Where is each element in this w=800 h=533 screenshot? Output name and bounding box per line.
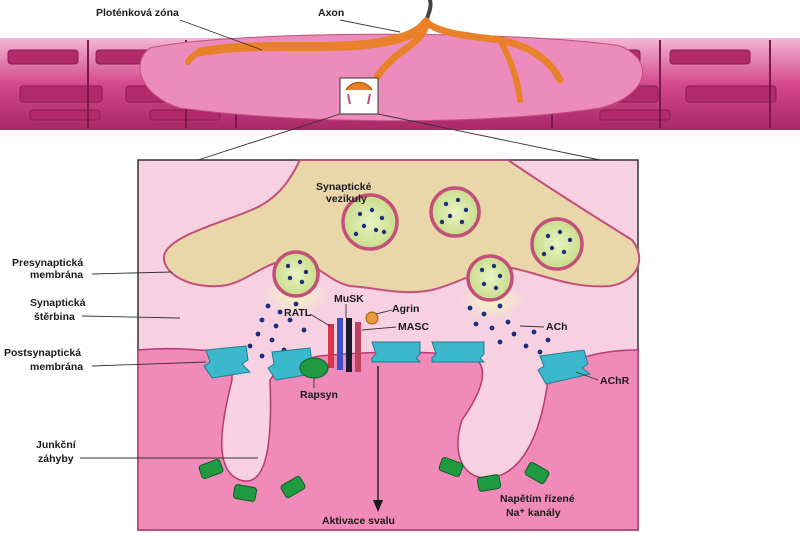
vesicle [530,217,584,271]
label-ach: ACh [546,321,568,333]
postsynaptic-muscle [137,347,639,531]
label-ploteknova-zona: Ploténková zóna [96,7,179,19]
label-synapticka-2: štěrbina [34,311,75,323]
label-postsynapticka-1: Postsynaptická [4,347,81,359]
label-junkcni-1: Junkční [36,439,77,451]
synaptic-vesicles [341,186,584,271]
label-agrin: Agrin [392,303,419,315]
zoom-marker [197,77,601,161]
label-presynapticka-2: membrána [30,269,83,281]
label-postsynapticka-2: membrána [30,361,83,373]
label-synapticke-vezikuly-1: Synaptické [316,181,372,193]
label-presynapticka-1: Presynaptická [12,257,83,269]
label-junkcni-2: záhyby [38,453,74,465]
na-channels [198,457,550,502]
label-masc: MASC [398,321,429,333]
label-axon: Axon [318,7,344,19]
label-napetim-1: Napětím řízené [500,493,575,505]
label-napetim-2: Na⁺ kanály [506,507,561,519]
achr-receptors [203,341,592,385]
label-synapticke-vezikuly-2: vezikuly [326,193,367,205]
fusing-vesicles [262,250,526,320]
vesicle [341,193,399,251]
activation-arrow [373,366,383,512]
label-rapsyn: Rapsyn [300,389,338,401]
label-musk: MuSK [334,293,364,305]
label-ratl: RATL [284,307,312,319]
label-achr: AChR [600,375,630,387]
ach-molecules [247,301,551,359]
label-synapticka-1: Synaptická [30,297,86,309]
label-aktivace-svalu: Aktivace svalu [322,515,395,527]
musk-complex [299,311,379,379]
vesicle [429,186,481,238]
